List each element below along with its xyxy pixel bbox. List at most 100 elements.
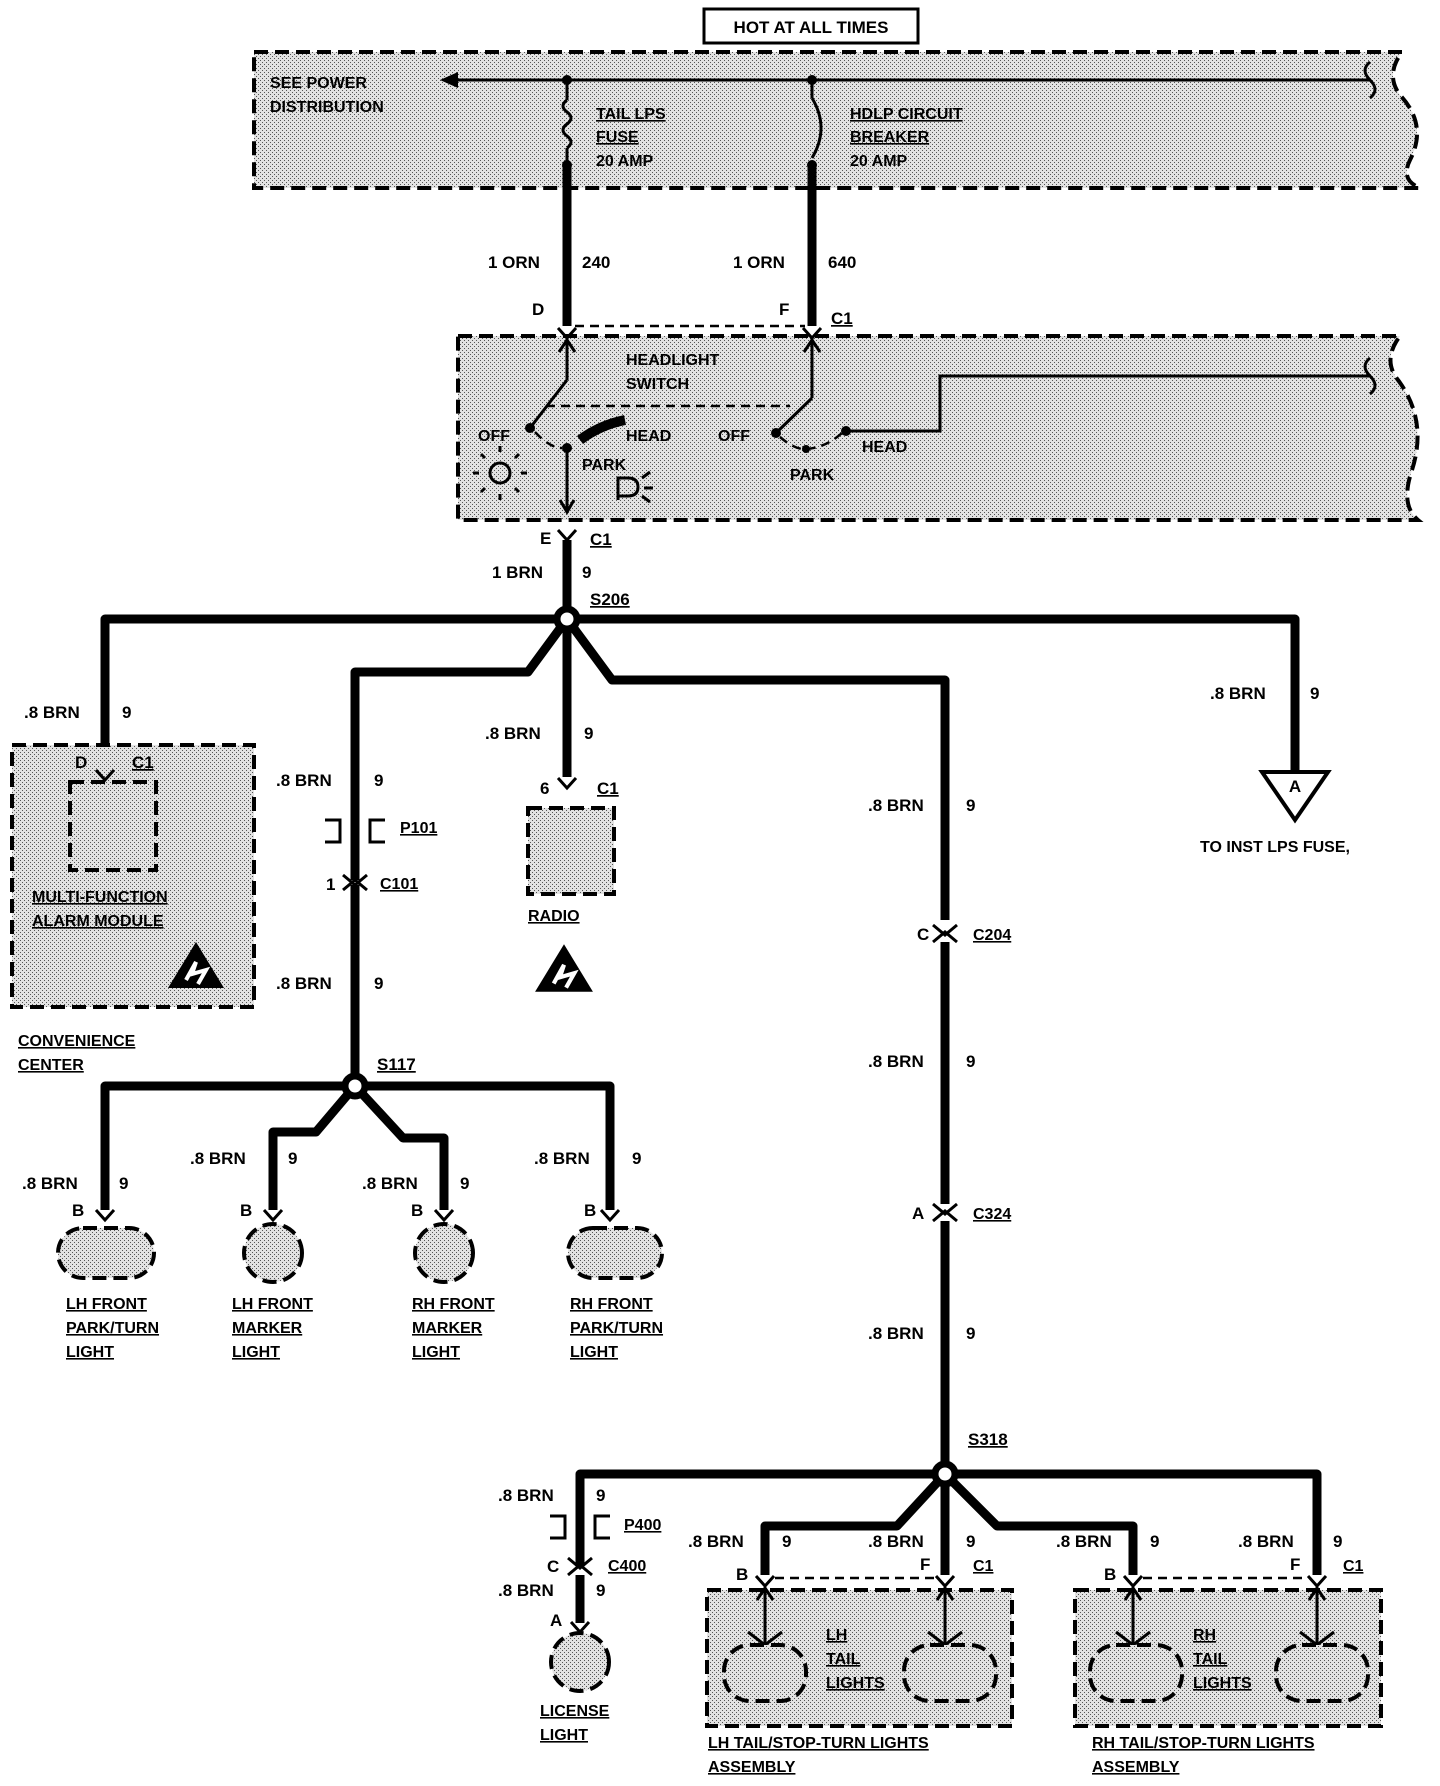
wire-lh-tail-b — [760, 1470, 949, 1575]
lh-tail-assy-label-1: LH TAIL/STOP-TURN LIGHTS — [708, 1735, 929, 1752]
rh-marker-label-1: RH FRONT — [412, 1296, 495, 1313]
rh-front-park-turn-light: B RH FRONT PARK/TURN LIGHT — [566, 1201, 664, 1361]
rh-tail-inner-1: RH — [1193, 1627, 1216, 1644]
lh-marker-wire-circuit: 9 — [288, 1149, 297, 1168]
lh-tail-f-wire-circuit: 9 — [966, 1532, 975, 1551]
wire-lh-marker — [268, 1083, 359, 1210]
license-wire-circuit-1: 9 — [596, 1486, 605, 1505]
switch-left-head: HEAD — [626, 428, 671, 445]
park-lamp-icon — [616, 470, 653, 504]
wire-9-size-top: 1 BRN — [492, 563, 543, 582]
sun-icon — [473, 446, 527, 500]
lh-tail-inner-1: LH — [826, 1627, 847, 1644]
switch-pin-f: F — [779, 300, 789, 319]
lh-park-label-3: LIGHT — [66, 1344, 114, 1361]
wire-rear-size-3: .8 BRN — [868, 1324, 924, 1343]
wire-240-size: 1 ORN — [488, 253, 540, 272]
rh-marker-label-3: LIGHT — [412, 1344, 460, 1361]
rh-marker-wire-circuit: 9 — [460, 1174, 469, 1193]
wire-rear-circuit-1: 9 — [966, 796, 975, 815]
lh-park-wire-size: .8 BRN — [22, 1174, 78, 1193]
arrow-left-icon — [440, 72, 458, 88]
license-wire-circuit-2: 9 — [596, 1581, 605, 1600]
p400-label: P400 — [624, 1517, 661, 1534]
wire-s117-circuit-2: 9 — [374, 974, 383, 993]
license-pin-a: A — [550, 1611, 562, 1630]
alarm-conn-c1: C1 — [132, 753, 154, 772]
fuse-label-1: TAIL LPS — [596, 106, 666, 123]
wire-to-rear — [563, 616, 950, 920]
rh-marker-pin-b: B — [411, 1201, 423, 1220]
rh-park-label-1: RH FRONT — [570, 1296, 653, 1313]
c101-label: C101 — [380, 876, 418, 893]
inst-fuse-triangle-icon — [1258, 770, 1332, 824]
wire-rh-tail-b — [941, 1470, 1138, 1575]
switch-left-park: PARK — [582, 457, 627, 474]
splice-s117 — [341, 1072, 369, 1100]
lh-marker-label-2: MARKER — [232, 1320, 303, 1337]
convenience-label-2: CENTER — [18, 1057, 84, 1074]
c204-pin-c: C — [917, 925, 929, 944]
rh-tail-conn-c1: C1 — [1343, 1558, 1364, 1575]
lh-tail-inner-3: LIGHTS — [826, 1675, 885, 1692]
hot-at-all-times-label: HOT AT ALL TIMES — [702, 7, 920, 45]
wire-inst-size: .8 BRN — [1210, 684, 1266, 703]
wire-640-size: 1 ORN — [733, 253, 785, 272]
lh-marker-label-1: LH FRONT — [232, 1296, 313, 1313]
lh-tail-pin-f: F — [920, 1555, 930, 1574]
lh-front-park-turn-light: B LH FRONT PARK/TURN LIGHT — [56, 1201, 159, 1361]
p101-label: P101 — [400, 820, 437, 837]
connector-p101 — [325, 818, 385, 844]
lh-tail-inner-2: TAIL — [826, 1651, 861, 1668]
rh-tail-f-wire-size: .8 BRN — [1238, 1532, 1294, 1551]
lh-tail-stop-turn-assembly: B F C1 LH TAIL LIGHTS — [705, 1555, 1014, 1728]
license-wire-size-1: .8 BRN — [498, 1486, 554, 1505]
wire-lh-park — [100, 1081, 355, 1210]
convenience-label-1: CONVENIENCE — [18, 1033, 136, 1050]
switch-conn-c1: C1 — [831, 309, 853, 328]
headlight-switch: HEADLIGHT SWITCH OFF HEAD PARK — [456, 326, 1424, 522]
rh-tail-assy-label-2: ASSEMBLY — [1092, 1759, 1180, 1776]
c400-pin-c: C — [547, 1557, 559, 1576]
breaker-label-3: 20 AMP — [850, 153, 908, 170]
lh-park-pin-b: B — [72, 1201, 84, 1220]
wire-rh-park — [355, 1081, 615, 1210]
alarm-label-1: MULTI-FUNCTION — [32, 889, 168, 906]
fuse-label-3: 20 AMP — [596, 153, 654, 170]
lh-park-label-1: LH FRONT — [66, 1296, 147, 1313]
circuit-breaker-icon — [810, 97, 823, 159]
switch-right-off: OFF — [718, 428, 750, 445]
switch-right-head: HEAD — [862, 439, 907, 456]
fuse-icon — [561, 98, 573, 150]
wire-rear-circuit-2: 9 — [966, 1052, 975, 1071]
rh-tail-f-wire-circuit: 9 — [1333, 1532, 1342, 1551]
wire-s117-size-1: .8 BRN — [276, 771, 332, 790]
switch-left-off: OFF — [478, 428, 510, 445]
license-wire-size-2: .8 BRN — [498, 1581, 554, 1600]
wire-radio-size: .8 BRN — [485, 724, 541, 743]
lh-marker-pin-b: B — [240, 1201, 252, 1220]
rh-front-marker-light: B RH FRONT MARKER LIGHT — [411, 1201, 495, 1361]
inst-label: TO INST LPS FUSE, — [1200, 839, 1350, 856]
license-light: A LICENSE LIGHT — [540, 1611, 611, 1744]
wire-240-circuit: 240 — [582, 253, 610, 272]
lh-tail-b-wire-size: .8 BRN — [688, 1532, 744, 1551]
rh-tail-inner-3: LIGHTS — [1193, 1675, 1252, 1692]
lh-front-marker-light: B LH FRONT MARKER LIGHT — [232, 1201, 313, 1361]
rh-tail-stop-turn-assembly: B F C1 RH TAIL LIGHTS — [1073, 1555, 1383, 1728]
radio-box — [526, 806, 616, 896]
radio-label: RADIO — [528, 908, 580, 925]
hot-label-text: HOT AT ALL TIMES — [734, 18, 889, 37]
radio-conn-c1: C1 — [597, 779, 619, 798]
lh-tail-f-wire-size: .8 BRN — [868, 1532, 924, 1551]
wire-rear-size-1: .8 BRN — [868, 796, 924, 815]
lh-tail-conn-c1: C1 — [973, 1558, 994, 1575]
wire-inst-circuit: 9 — [1310, 684, 1319, 703]
breaker-label-2: BREAKER — [850, 129, 930, 146]
wire-alarm-size: .8 BRN — [24, 703, 80, 722]
splice-s117-label: S117 — [377, 1055, 416, 1074]
c101-pin-1: 1 — [326, 875, 335, 894]
wire-to-alarm — [100, 614, 567, 775]
alarm-label-2: ALARM MODULE — [32, 913, 164, 930]
wire-alarm-circuit: 9 — [122, 703, 131, 722]
